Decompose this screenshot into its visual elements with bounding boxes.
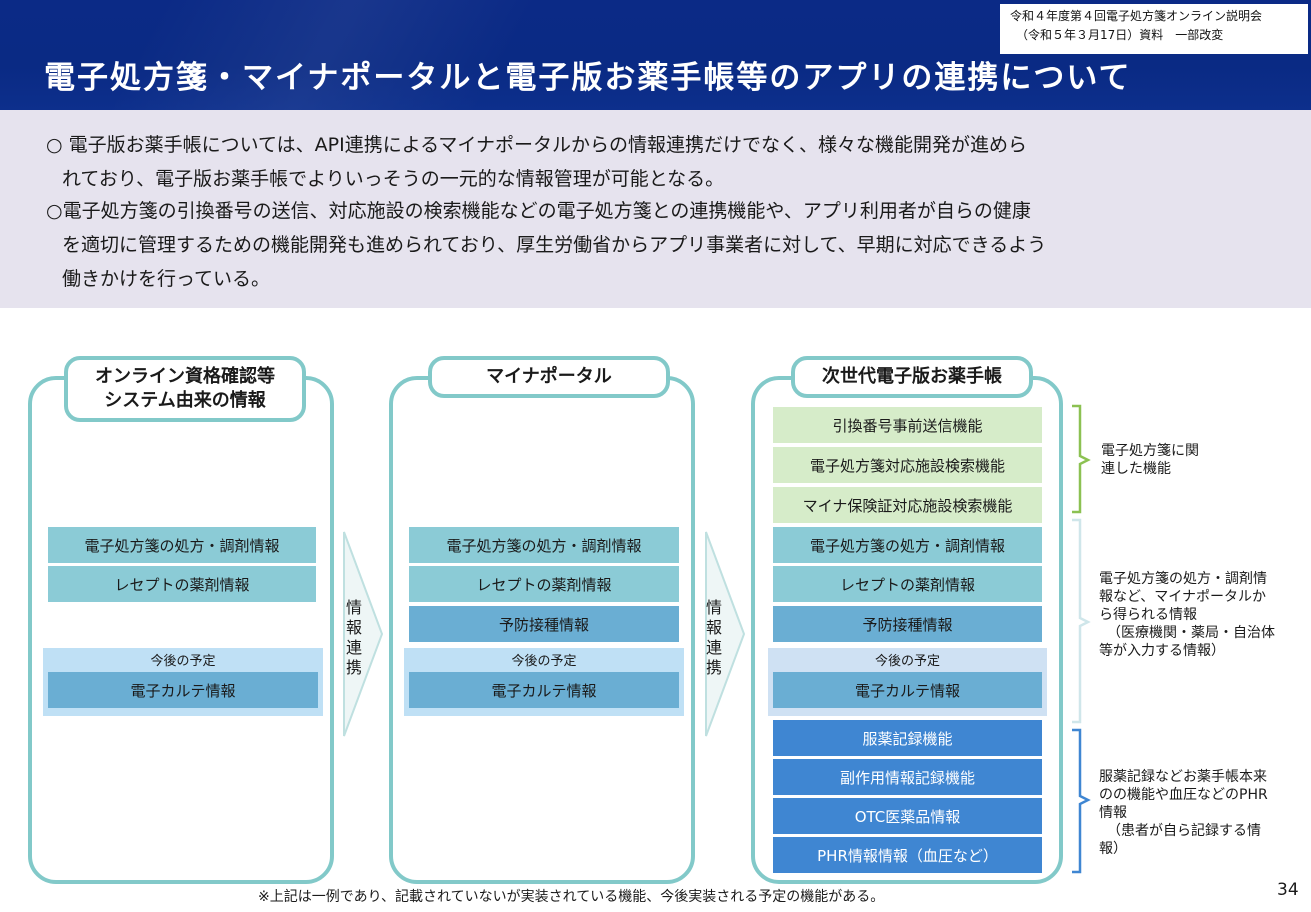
arrow-2-char-2: 報 — [705, 618, 722, 637]
arrow-2-char-3: 連 — [705, 638, 722, 657]
brace-green — [1072, 404, 1091, 514]
portal-item-prescription: 電子処方箋の処方・調剤情報 — [409, 527, 679, 563]
flow-arrow-1 — [343, 531, 384, 737]
bullet-2-line-1: ○電子処方箋の引換番号の送信、対応施設の検索機能などの電子処方箋との連携機能や、… — [46, 200, 1031, 222]
note-2-line-3: ら得られる情報 — [1099, 607, 1197, 623]
flow-arrow-1-label: 情 報 連 携 — [344, 598, 364, 678]
online-future-group: 今後の予定 電子カルテ情報 — [43, 648, 323, 716]
note-2-line-5: 等が入力する情報） — [1099, 643, 1225, 659]
nextgen-item-vaccination: 予防接種情報 — [773, 606, 1042, 642]
flow-arrow-2 — [705, 531, 746, 737]
nextgen-green-item-1: 引換番号事前送信機能 — [773, 407, 1042, 443]
note-2-line-1: 電子処方箋の処方・調剤情 — [1099, 571, 1267, 587]
nextgen-future-group: 今後の予定 電子カルテ情報 — [768, 648, 1047, 716]
column-online-title-line-1: オンライン資格確認等 — [95, 366, 275, 387]
arrow-1-char-3: 連 — [345, 638, 362, 657]
page-title: 電子処方箋・マイナポータルと電子版お薬手帳等のアプリの連携について — [44, 60, 1132, 96]
arrow-1-char-2: 報 — [345, 618, 362, 637]
nextgen-blue-item-4: PHR情報情報（血圧など） — [773, 837, 1042, 873]
summary-bullet-1: ○ 電子版お薬手帳については、API連携によるマイナポータルからの情報連携だけで… — [46, 128, 1027, 196]
bullet-2-line-2: を適切に管理するための機能開発も進められており、厚生労働省からアプリ事業者に対し… — [62, 234, 1047, 256]
nextgen-item-prescription: 電子処方箋の処方・調剤情報 — [773, 527, 1042, 563]
nextgen-blue-item-1: 服薬記録機能 — [773, 720, 1042, 756]
summary-panel — [0, 110, 1311, 308]
bullet-2-line-3: 働きかけを行っている。 — [62, 268, 271, 290]
note-eprescription-functions: 電子処方箋に関 連した機能 — [1101, 442, 1199, 478]
note-3-line-2: のの機能や血圧などのPHR — [1099, 787, 1268, 803]
arrow-1-char-4: 携 — [345, 658, 362, 677]
column-online-title-line-2: システム由来の情報 — [104, 390, 266, 411]
column-online-title: オンライン資格確認等 システム由来の情報 — [64, 356, 306, 422]
meeting-reference: 令和４年度第４回電子処方箋オンライン説明会 （令和５年３月17日）資料 一部改変 — [1000, 4, 1308, 54]
arrow-2-char-1: 情 — [705, 598, 722, 617]
note-3-line-1: 服薬記録などお薬手帳本来 — [1099, 769, 1267, 785]
meeting-line-1: 令和４年度第４回電子処方箋オンライン説明会 — [1010, 9, 1263, 23]
brace-blue — [1072, 728, 1091, 874]
column-online-qualification — [28, 376, 334, 884]
note-3-line-3: 情報 — [1099, 805, 1127, 821]
nextgen-blue-item-3: OTC医薬品情報 — [773, 798, 1042, 834]
note-3-line-4: （患者が自ら記録する情 — [1107, 823, 1261, 839]
note-mynaportal-info: 電子処方箋の処方・調剤情 報など、マイナポータルか ら得られる情報 （医療機関・… — [1099, 570, 1275, 660]
online-item-receipt: レセプトの薬剤情報 — [48, 566, 316, 602]
online-future-label: 今後の予定 — [150, 654, 216, 669]
brace-light — [1072, 518, 1091, 724]
page-number: 34 — [1277, 880, 1299, 900]
note-2-line-4: （医療機関・薬局・自治体 — [1107, 625, 1275, 641]
bullet-1-line-1: ○ 電子版お薬手帳については、API連携によるマイナポータルからの情報連携だけで… — [46, 134, 1028, 156]
nextgen-future-item: 電子カルテ情報 — [773, 672, 1042, 708]
flow-arrow-2-label: 情 報 連 携 — [704, 598, 724, 678]
footnote: ※上記は一例であり、記載されていないが実装されている機能、今後実装される予定の機… — [258, 889, 885, 905]
portal-future-label: 今後の予定 — [511, 654, 577, 669]
nextgen-blue-item-2: 副作用情報記録機能 — [773, 759, 1042, 795]
nextgen-item-receipt: レセプトの薬剤情報 — [773, 566, 1042, 602]
brace-group — [1072, 404, 1091, 874]
arrow-2-char-4: 携 — [705, 658, 722, 677]
portal-future-item: 電子カルテ情報 — [409, 672, 679, 708]
note-2-line-2: 報など、マイナポータルか — [1099, 589, 1267, 605]
note-phr-info: 服薬記録などお薬手帳本来 のの機能や血圧などのPHR 情報 （患者が自ら記録する… — [1099, 768, 1268, 858]
summary-bullet-2: ○電子処方箋の引換番号の送信、対応施設の検索機能などの電子処方箋との連携機能や、… — [46, 194, 1046, 296]
arrow-1-char-1: 情 — [345, 598, 362, 617]
note-1-line-2: 連した機能 — [1101, 461, 1171, 477]
nextgen-green-item-3: マイナ保険証対応施設検索機能 — [773, 487, 1042, 523]
note-3-line-5: 報） — [1099, 841, 1127, 857]
portal-item-receipt: レセプトの薬剤情報 — [409, 566, 679, 602]
portal-future-group: 今後の予定 電子カルテ情報 — [404, 648, 684, 716]
column-mynaportal-title: マイナポータル — [428, 356, 670, 398]
online-future-item: 電子カルテ情報 — [48, 672, 318, 708]
bullet-1-line-2: れており、電子版お薬手帳でよりいっそうの一元的な情報管理が可能となる。 — [62, 168, 725, 190]
online-item-prescription: 電子処方箋の処方・調剤情報 — [48, 527, 316, 563]
nextgen-future-label: 今後の予定 — [874, 654, 940, 669]
nextgen-green-item-2: 電子処方箋対応施設検索機能 — [773, 447, 1042, 483]
portal-item-vaccination: 予防接種情報 — [409, 606, 679, 642]
meeting-line-2: （令和５年３月17日）資料 一部改変 — [1016, 28, 1224, 42]
note-1-line-1: 電子処方箋に関 — [1101, 443, 1199, 459]
column-nextgen-title: 次世代電子版お薬手帳 — [791, 356, 1033, 398]
